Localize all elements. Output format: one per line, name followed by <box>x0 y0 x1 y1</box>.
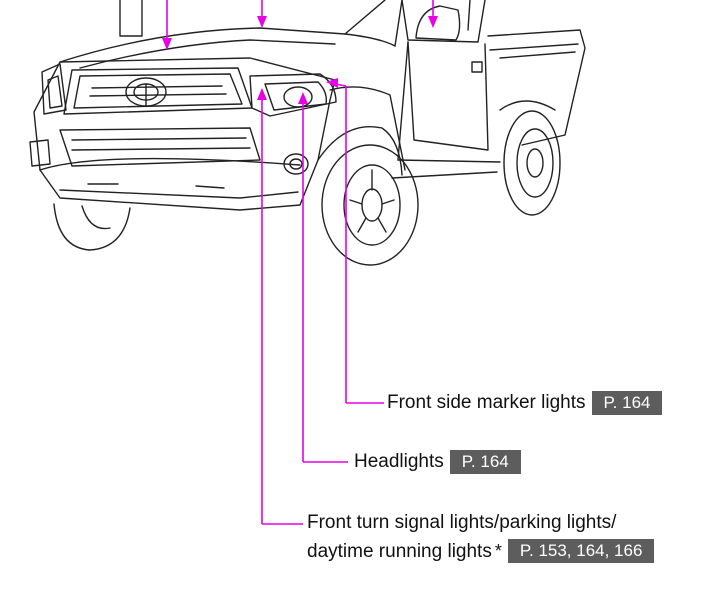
page-ref-badge[interactable]: P. 164 <box>449 450 521 474</box>
page-ref-badge[interactable]: P. 153, 164, 166 <box>507 539 655 563</box>
callout-label-line1: Front turn signal lights/parking lights/ <box>307 512 617 533</box>
callout-front-turn-signal-lights-line2: daytime running lights*P. 153, 164, 166 <box>307 539 655 564</box>
asterisk-note: * <box>494 541 502 561</box>
callout-front-turn-signal-lights: Front turn signal lights/parking lights/ <box>307 511 616 535</box>
page-ref-badge[interactable]: P. 164 <box>591 391 663 415</box>
callout-label-line2: daytime running lights <box>307 541 492 562</box>
callout-label: Headlights <box>354 451 444 472</box>
callout-label: Front side marker lights <box>387 392 586 413</box>
